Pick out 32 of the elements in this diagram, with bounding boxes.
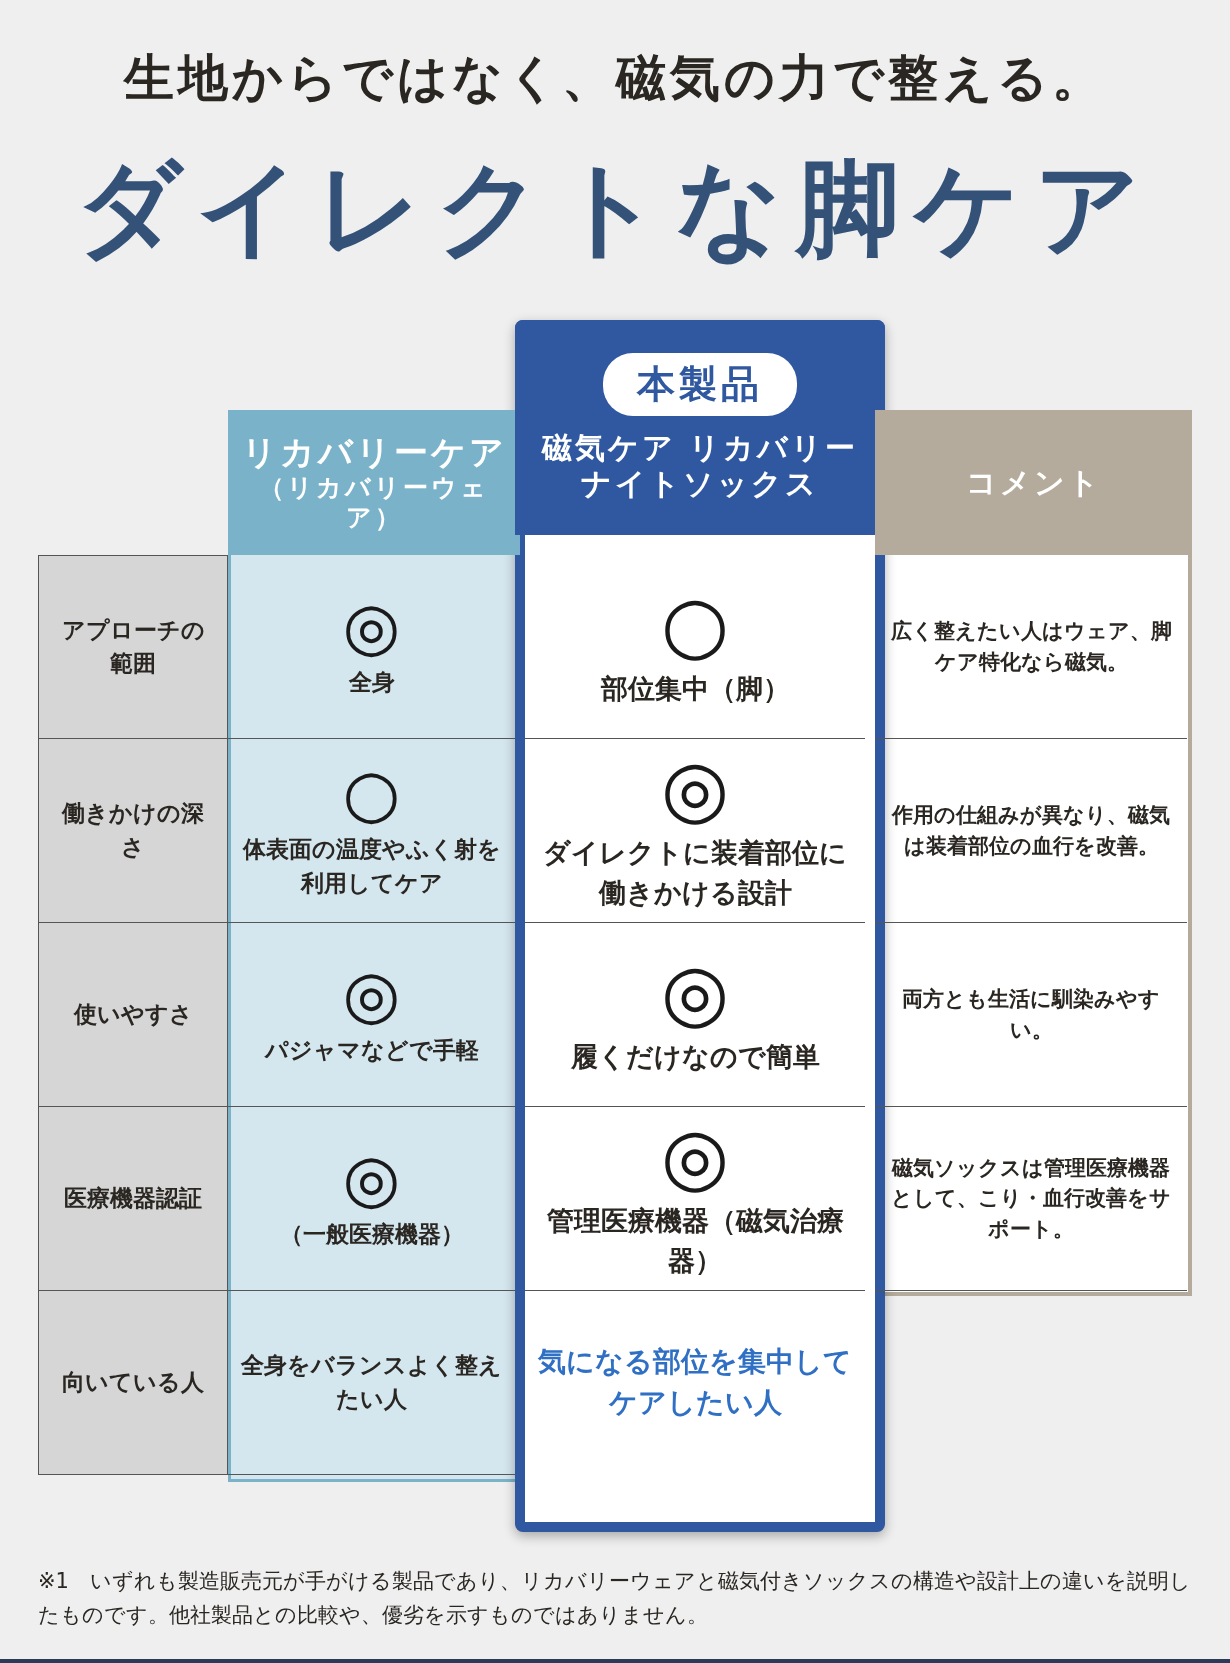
cell-text: ダイレクトに装着部位に働きかける設計: [542, 836, 848, 910]
row-header: 使いやすさ: [73, 999, 193, 1029]
cell-text: 管理医療機器（磁気治療器）: [545, 1204, 845, 1278]
rating-mark: ◎: [342, 961, 401, 1028]
cell-text: 部位集中（脚）: [600, 671, 790, 706]
rating-mark: ○: [660, 584, 730, 663]
cell-text: 履くだけなので簡単: [570, 1039, 820, 1074]
cell-text: パジャマなどで手軽: [264, 1035, 479, 1065]
comment-text: 両方とも生活に馴染みやすい。: [901, 986, 1161, 1044]
title: ダイレクトな脚ケア: [75, 146, 1155, 271]
comment-text: 作用の仕組みが異なり、磁気は装着部位の血行を改善。: [890, 802, 1171, 860]
column-header: 本製品 磁気ケア リカバリーナイトソックス: [515, 320, 885, 535]
cell-text: 気になる部位を集中してケアしたい人: [537, 1344, 853, 1421]
rating-mark: ◎: [660, 1117, 730, 1196]
comment-text: 磁気ソックスは管理医療機器として、こり・血行改善をサポート。: [890, 1154, 1172, 1243]
subtitle: 生地からではなく、磁気の力で整える。: [122, 48, 1107, 109]
rating-mark: ◎: [342, 1145, 401, 1212]
comment-text: 広く整えたい人はウェア、脚ケア特化なら磁気。: [889, 618, 1173, 676]
cell-text: （一般医療機器）: [279, 1219, 464, 1249]
rating-mark: ◎: [342, 593, 401, 660]
rating-mark: ○: [342, 761, 401, 828]
cell-text: 体表面の温度やふく射を利用してケア: [241, 835, 502, 898]
rating-mark: ◎: [660, 952, 730, 1031]
footnote: ※1 いずれも製造販売元が手がける製品であり、リカバリーウェアと磁気付きソックスの構造や設計上の違いを説明したものです。他社製品との比較や、優劣を示すものではありません。: [38, 1568, 1192, 1629]
cell-text: 全身: [348, 667, 395, 697]
row-header: 働きかけの深さ: [60, 799, 205, 862]
column-header: リカバリーケア （リカバリーウェア）: [228, 410, 520, 555]
rating-mark: ◎: [660, 749, 730, 828]
row-header: 向いている人: [62, 1367, 204, 1397]
row-header: アプローチの範囲: [60, 615, 206, 678]
row-header: 医療機器認証: [64, 1183, 202, 1213]
cell-text: 全身をバランスよく整えたい人: [240, 1351, 503, 1414]
